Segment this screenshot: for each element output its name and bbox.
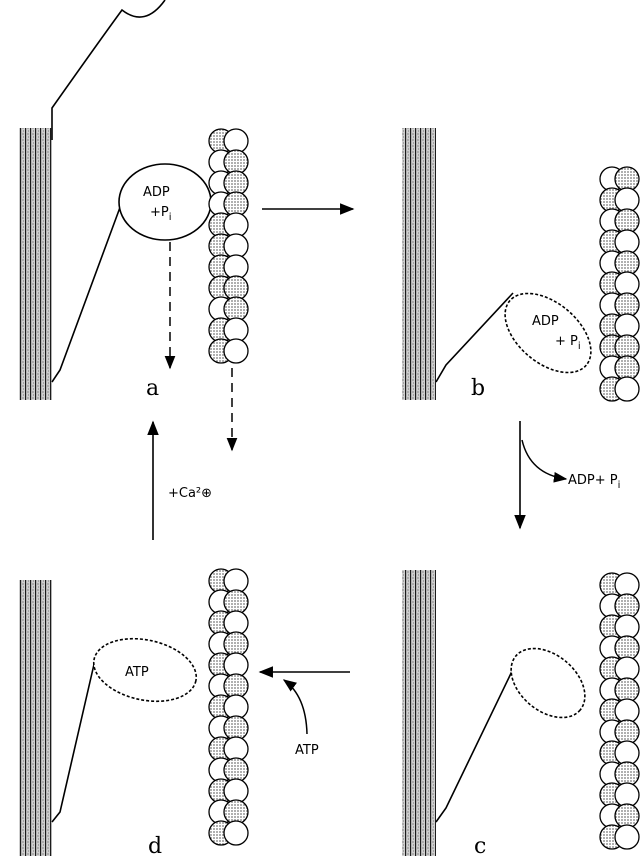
head-label-d: ATP (125, 665, 149, 680)
arrow-atp-binding (284, 680, 307, 734)
myosin-head-c (498, 635, 598, 732)
label-atp-input: ATP (295, 743, 319, 758)
label-adp-pi-release: ADP+ Pi (568, 473, 620, 491)
myosin-head-b (490, 278, 605, 388)
thick-filament-d (19, 580, 52, 856)
actin-filament-a (209, 129, 248, 363)
lever-arm-b (436, 293, 513, 382)
panel-c: c (402, 570, 639, 856)
lever-arm-d (52, 660, 95, 822)
thick-filament-b (402, 128, 436, 400)
panel-d: ATP (19, 569, 248, 856)
actin-filament-c (600, 573, 639, 849)
head-label-b-line1: ADP (532, 314, 559, 329)
label-calcium: +Ca²⊕ (168, 486, 212, 501)
actin-filament-d (209, 569, 248, 845)
panel-letter-a: a (146, 376, 159, 401)
lever-arm-a (52, 202, 122, 382)
thick-filament-a (19, 128, 52, 400)
myosin-head-a (119, 164, 211, 240)
arrow-adp-release (522, 440, 566, 479)
lever-arm-c (436, 665, 515, 822)
panel-letter-d: d (148, 834, 162, 856)
panel-letter-b: b (471, 376, 485, 401)
panel-b: ADP + Pi b (402, 128, 639, 401)
thick-filament-c (402, 570, 436, 856)
actin-filament-b (600, 167, 639, 401)
panel-a: ADP +Pi a (19, 0, 248, 450)
panel-letter-c: c (474, 834, 486, 856)
s2-link-a (52, 0, 165, 140)
head-label-a-line1: ADP (143, 185, 170, 200)
